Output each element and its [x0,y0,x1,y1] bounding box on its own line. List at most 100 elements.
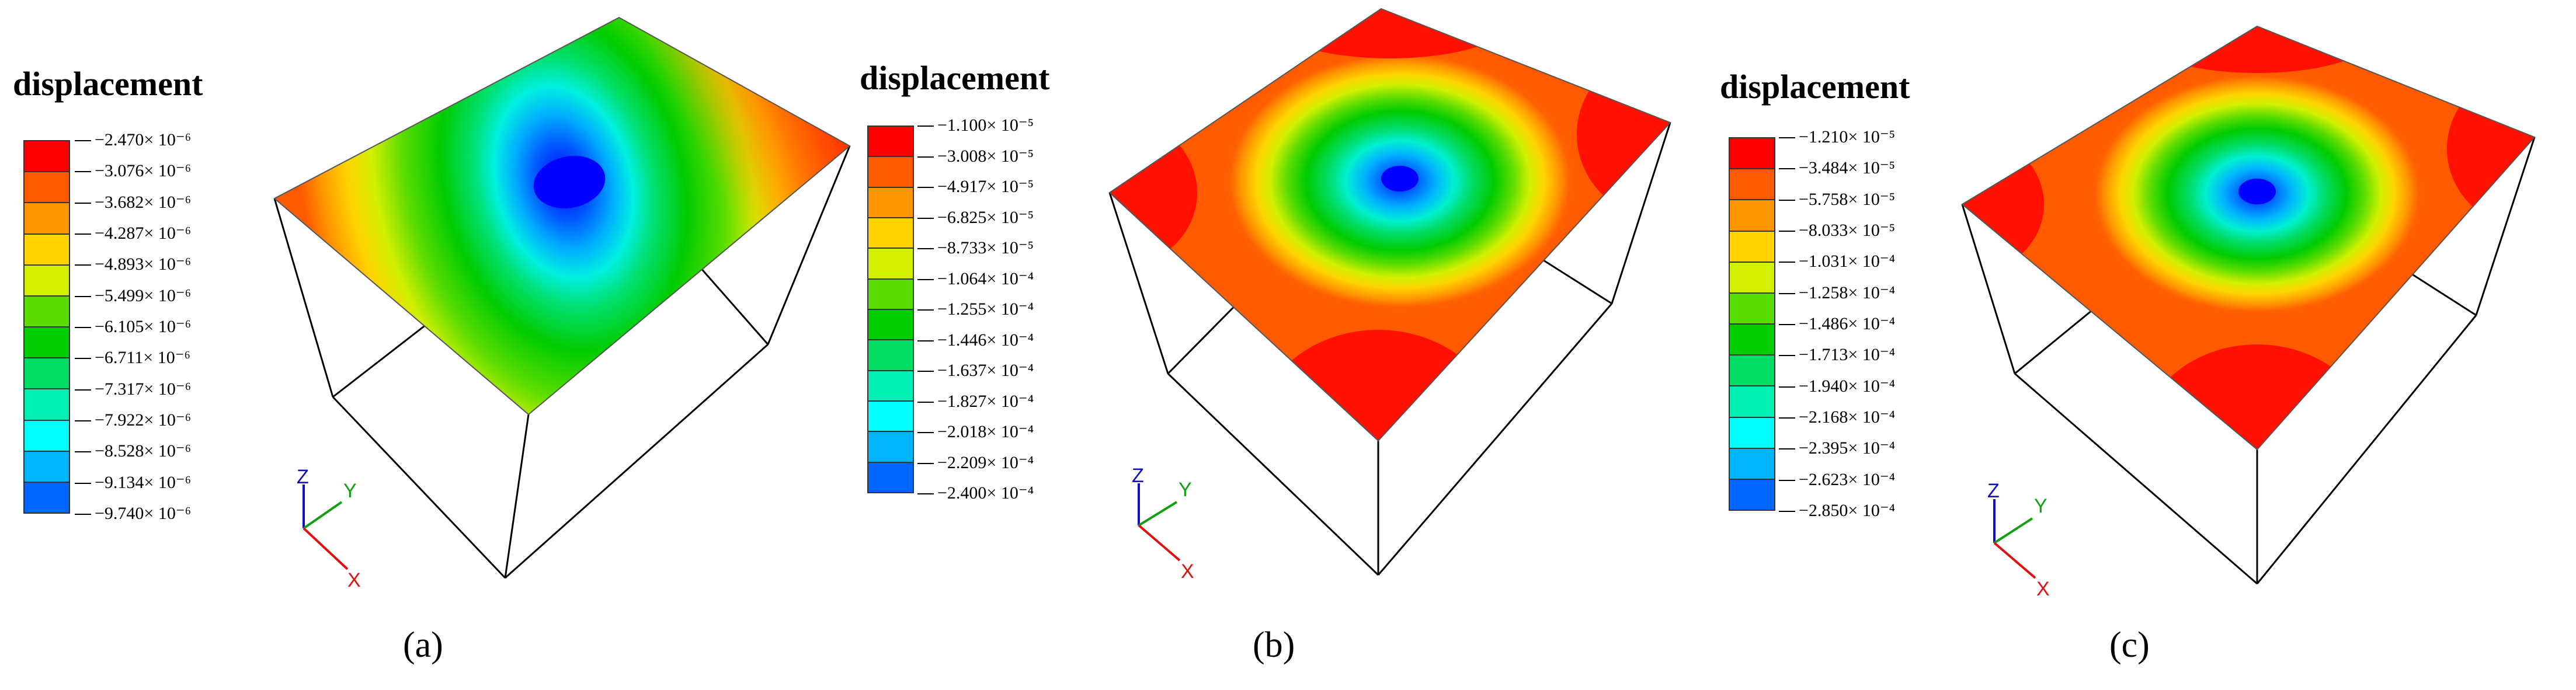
legend-tick-label: −1.637× 10⁻⁴ [917,361,1034,380]
legend-tick-label: −1.446× 10⁻⁴ [917,330,1034,350]
legend-tick-label: −9.134× 10⁻⁶ [74,472,192,492]
legend-swatch [868,309,913,341]
legend-swatch [1730,386,1774,418]
legend-swatch [868,432,913,463]
legend-swatch [868,279,913,310]
legend-tick-label: −8.033× 10⁻⁵ [1778,221,1896,240]
legend-tick-label: −1.210× 10⁻⁵ [1778,127,1896,147]
y-axis-label: Y [1179,479,1192,501]
panel-c-view: Z Y X [1961,25,2536,600]
legend-swatch [868,127,913,158]
x-axis-label: X [2036,578,2050,600]
x-axis-line [1993,542,2036,579]
legend-tick-label: −3.682× 10⁻⁶ [74,192,192,212]
legend-swatch [25,203,69,235]
legend-tick-label: −7.317× 10⁻⁶ [74,379,192,399]
panel-b-axis-triad: Z Y X [1132,465,1194,583]
panel-b-view: Z Y X [1108,8,1671,583]
legend-tick-label: −3.008× 10⁻⁵ [917,146,1034,166]
legend-tick-label: −2.168× 10⁻⁴ [1778,407,1896,427]
y-axis-line [1138,501,1178,527]
legend-tick-label: −5.758× 10⁻⁵ [1778,189,1896,209]
legend-swatch [1730,138,1774,170]
legend-tick-label: −9.740× 10⁻⁶ [74,504,192,523]
x-axis-label: X [347,569,361,591]
legend-tick-label: −4.893× 10⁻⁶ [74,255,192,274]
panel-c-top-face-outline [1961,25,2536,451]
y-axis-line [303,501,343,529]
panel-b-legend-title: displacement [860,59,1050,97]
legend-swatch [25,327,69,359]
legend-tick-label: −2.395× 10⁻⁴ [1778,438,1896,458]
panel-b-color-bar [867,126,914,493]
legend-tick-label: −4.917× 10⁻⁵ [917,177,1034,196]
x-axis-label: X [1181,560,1194,583]
panel-a-color-bar [23,140,70,514]
legend-swatch [1730,479,1774,510]
legend-tick-label: −1.940× 10⁻⁴ [1778,376,1896,396]
panel-b-top-face-outline [1108,8,1671,442]
legend-swatch [25,172,69,204]
legend-swatch [868,157,913,188]
legend-swatch [1730,293,1774,325]
legend-tick-label: −1.486× 10⁻⁴ [1778,314,1896,333]
legend-swatch [868,401,913,433]
legend-tick-label: −3.484× 10⁻⁵ [1778,158,1896,178]
panel-c-axis-triad: Z Y X [1987,480,2050,600]
z-axis-label: Z [1132,465,1144,487]
legend-swatch [25,451,69,483]
panel-a-view: Z Y X [273,16,851,591]
legend-tick-label: −4.287× 10⁻⁶ [74,224,192,243]
panel-c-color-bar [1729,137,1775,511]
legend-tick-label: −2.850× 10⁻⁴ [1778,501,1896,520]
legend-swatch [868,371,913,402]
legend-swatch [868,340,913,371]
legend-swatch [868,249,913,280]
z-axis-label: Z [1987,480,2000,502]
legend-swatch [25,265,69,297]
panel-a-legend-title: displacement [13,65,203,103]
legend-swatch [868,218,913,249]
legend-tick-label: −5.499× 10⁻⁶ [74,285,192,305]
legend-swatch [25,234,69,266]
legend-swatch [25,420,69,452]
legend-tick-label: −7.922× 10⁻⁶ [74,410,192,430]
panel-a-caption: (a) [403,625,443,665]
legend-tick-label: −3.076× 10⁻⁶ [74,161,192,181]
legend-swatch [1730,325,1774,356]
legend-swatch [25,482,69,513]
legend-tick-label: −8.733× 10⁻⁵ [917,238,1034,257]
legend-swatch [1730,262,1774,294]
legend-swatch [1730,231,1774,263]
y-axis-line [1993,517,2033,544]
legend-swatch [1730,169,1774,201]
panel-c: Z Y X displacement −1.210× 10⁻⁵−3.484× 1… [1717,0,2576,690]
legend-tick-label: −2.018× 10⁻⁴ [917,422,1034,441]
panel-b: Z Y X displacement −1.100× 10⁻⁵ −3.008× 1… [858,0,1717,690]
legend-tick-label: −2.470× 10⁻⁶ [74,130,192,149]
legend-tick-label: −1.713× 10⁻⁴ [1778,345,1896,365]
panel-a: Z Y X displacement −2.470× 10⁻⁶ −3.076× 1… [0,0,858,690]
legend-tick-label: −1.100× 10⁻⁵ [917,116,1034,135]
panel-b-contour-surface [1110,9,1670,441]
legend-swatch [868,462,913,492]
legend-tick-label: −2.209× 10⁻⁴ [917,452,1034,472]
panel-c-caption: (c) [2109,625,2150,665]
x-axis-line [1138,524,1181,562]
panel-c-contour-surface [1962,26,2535,449]
legend-tick-label: −1.064× 10⁻⁴ [917,269,1034,288]
panel-a-top-face-outline [273,16,851,416]
legend-swatch [25,358,69,390]
x-axis-line [303,527,349,570]
y-axis-label: Y [343,480,357,502]
legend-swatch [25,389,69,421]
legend-tick-label: −1.258× 10⁻⁴ [1778,283,1896,302]
legend-swatch [25,296,69,328]
legend-tick-label: −6.711× 10⁻⁶ [74,348,191,368]
legend-tick-label: −1.031× 10⁻⁴ [1778,252,1896,271]
y-axis-label: Y [2034,495,2047,517]
legend-tick-label: −8.528× 10⁻⁶ [74,441,192,461]
panel-a-axis-triad: Z Y X [297,466,361,591]
legend-tick-label: −1.827× 10⁻⁴ [917,391,1034,411]
legend-tick-label: −6.825× 10⁻⁵ [917,207,1034,227]
